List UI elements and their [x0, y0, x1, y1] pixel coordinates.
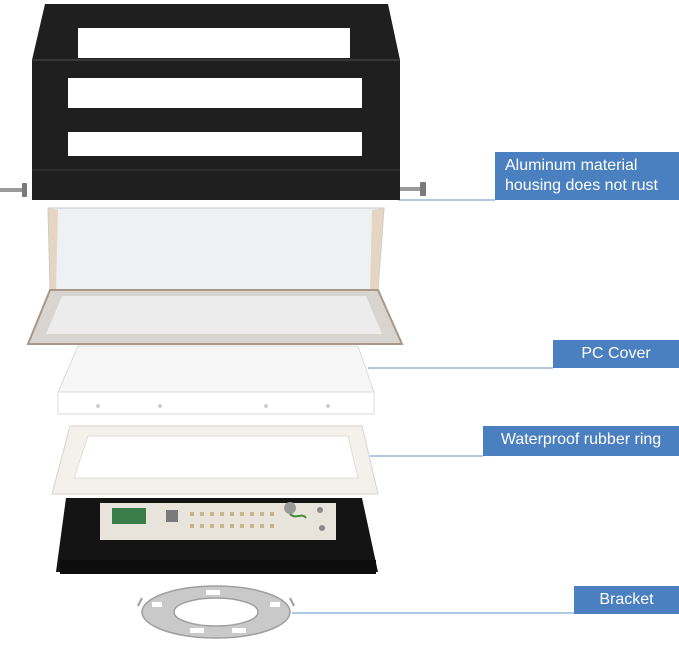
housing-top-opening — [78, 28, 350, 58]
waterproof-rubber-ring — [51, 425, 379, 495]
housing-window-upper — [68, 78, 362, 108]
aluminum-housing — [32, 4, 400, 200]
callout-bracket: Bracket — [574, 586, 679, 614]
callout-aluminum-housing: Aluminum material housing does not rust — [495, 152, 679, 200]
callout-pc-cover: PC Cover — [553, 340, 679, 368]
mounting-bracket — [137, 585, 295, 639]
screw-left — [0, 183, 27, 197]
led-array — [190, 512, 274, 528]
callout-pc-cover-label: PC Cover — [581, 345, 651, 362]
callout-housing-line2: housing does not rust — [505, 177, 658, 194]
pc-cover — [26, 207, 404, 345]
callout-bracket-label: Bracket — [599, 591, 654, 608]
sensor-component — [284, 502, 296, 514]
callout-rubber-ring: Waterproof rubber ring — [483, 426, 679, 456]
callout-rubber-ring-label: Waterproof rubber ring — [500, 431, 662, 448]
housing-window-lower — [68, 132, 362, 156]
leader-lines — [292, 199, 574, 614]
led-base-plate — [56, 498, 378, 574]
led-driver-chip — [112, 508, 146, 524]
light-diffuser-block — [57, 345, 375, 415]
screw-right — [400, 182, 426, 196]
callout-housing-line1: Aluminum material — [505, 157, 638, 174]
